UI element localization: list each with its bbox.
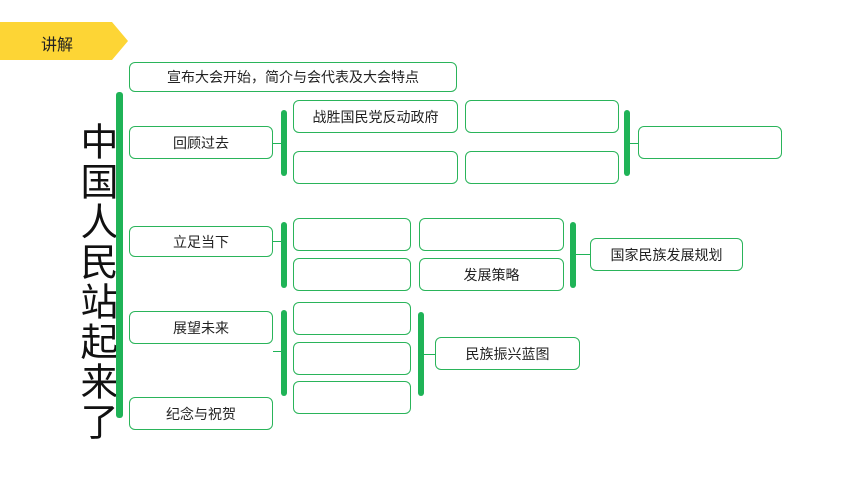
future-blueprint-box: 民族振兴蓝图	[435, 337, 580, 370]
past-blank-box-2	[465, 100, 619, 133]
past-result-blank-box	[638, 126, 782, 159]
future-right-connector	[424, 354, 435, 356]
past-blank-box-1	[293, 151, 458, 184]
present-right-connector	[576, 254, 590, 256]
future-bracket	[281, 310, 287, 396]
future-box: 展望未来	[129, 311, 273, 344]
past-bracket	[281, 110, 287, 176]
section-tag: 讲解	[0, 22, 128, 60]
main-title: 中国人民站起来了	[74, 122, 118, 442]
present-bracket	[281, 222, 287, 288]
present-connector	[273, 241, 281, 243]
present-blank-box-2	[293, 258, 411, 291]
future-blank-box-3	[293, 381, 411, 414]
future-blank-box-1	[293, 302, 411, 335]
header-box: 宣布大会开始，简介与会代表及大会特点	[129, 62, 457, 92]
present-box: 立足当下	[129, 226, 273, 257]
present-blank-box-1	[293, 218, 411, 251]
main-bracket-bar	[116, 92, 123, 418]
present-plan-box: 国家民族发展规划	[590, 238, 743, 271]
past-right-connector	[630, 143, 638, 145]
past-right-bracket	[624, 110, 630, 176]
future-blank-box-2	[293, 342, 411, 375]
present-blank-box-3	[419, 218, 564, 251]
future-connector	[273, 351, 281, 353]
present-strategy-box: 发展策略	[419, 258, 564, 291]
past-victory-box: 战胜国民党反动政府	[293, 100, 458, 133]
present-right-bracket	[570, 222, 576, 288]
past-box: 回顾过去	[129, 126, 273, 159]
past-blank-box-3	[465, 151, 619, 184]
commemorate-box: 纪念与祝贺	[129, 397, 273, 430]
future-right-bracket	[418, 312, 424, 396]
past-connector	[273, 143, 281, 145]
section-tag-label: 讲解	[41, 35, 74, 54]
